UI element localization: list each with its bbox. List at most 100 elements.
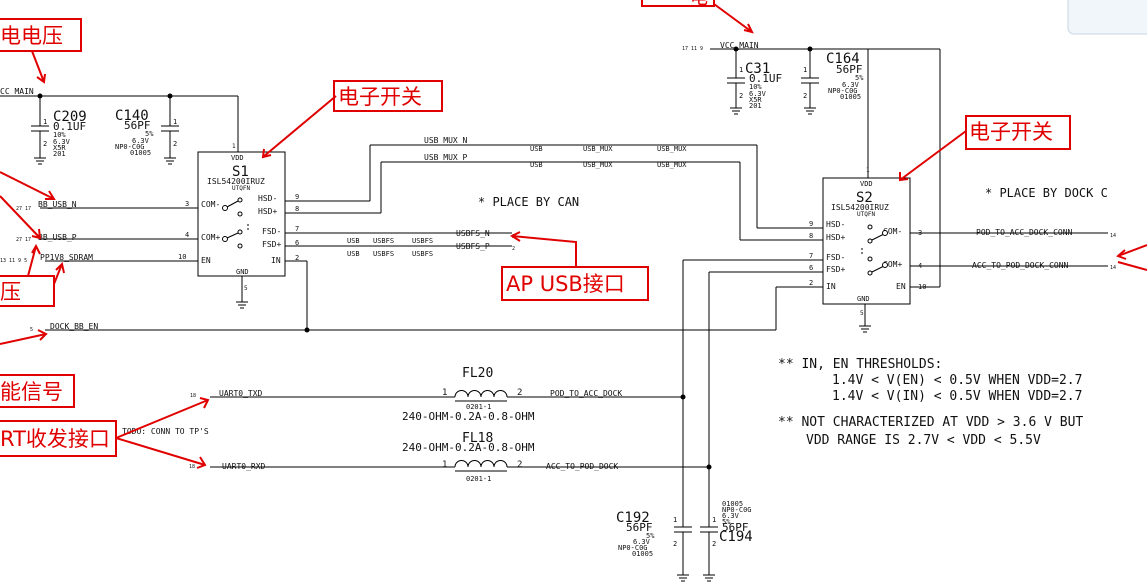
fl20-ref: FL20 xyxy=(462,366,493,381)
c209-ref: C209 xyxy=(53,109,87,125)
net-uart0-txd: UART0_TXD xyxy=(219,389,263,398)
note-place-by-dock: * PLACE BY DOCK C xyxy=(985,186,1108,200)
svg-text:1: 1 xyxy=(442,460,447,470)
note-threshold-en: 1.4V < V(EN) < 0.5V WHEN VDD=2.7 xyxy=(832,373,1082,388)
net-usb-mux-n: USB_MUX_N xyxy=(424,136,468,145)
svg-text:5%: 5% xyxy=(145,130,154,138)
svg-text:56PF: 56PF xyxy=(124,119,151,132)
svg-text:56PF: 56PF xyxy=(722,521,749,534)
svg-text:3: 3 xyxy=(185,200,189,208)
svg-text:6.3V: 6.3V xyxy=(53,138,71,146)
svg-text:电电压: 电电压 xyxy=(0,24,63,48)
net-uart0-rxd: UART0_RXD xyxy=(222,462,266,471)
svg-text:USB_MUX: USB_MUX xyxy=(583,161,613,169)
svg-text:USB_MUX: USB_MUX xyxy=(657,161,687,169)
net-acc-to-pod-dock: ACC_TO_POD_DOCK xyxy=(546,462,618,471)
svg-text:RT收发接口: RT收发接口 xyxy=(0,427,110,451)
svg-text:FSD-: FSD- xyxy=(826,253,845,262)
svg-text:USB_MUX: USB_MUX xyxy=(657,145,687,153)
svg-text:2: 2 xyxy=(43,140,47,148)
svg-text:01005: 01005 xyxy=(722,500,743,508)
note-threshold-in: 1.4V < V(IN) < 0.5V WHEN VDD=2.7 xyxy=(832,389,1082,404)
svg-text:1: 1 xyxy=(712,516,716,524)
svg-text:X5R: X5R xyxy=(749,96,762,104)
svg-text:NP0-C0G: NP0-C0G xyxy=(115,143,145,151)
svg-text:USB: USB xyxy=(347,250,360,258)
svg-text:USB: USB xyxy=(530,145,543,153)
s2-ref: S2 xyxy=(856,190,873,206)
svg-text:7: 7 xyxy=(295,225,299,233)
svg-text:USBFS: USBFS xyxy=(373,237,394,245)
svg-text:1: 1 xyxy=(803,66,807,74)
svg-text:1: 1 xyxy=(739,66,743,74)
svg-text:27 17: 27 17 xyxy=(16,237,31,243)
svg-text:ISL54200IRUZ: ISL54200IRUZ xyxy=(207,177,265,186)
net-usbfs-n: USBFS_N xyxy=(456,229,490,238)
svg-text:10%: 10% xyxy=(53,131,66,139)
callout-left-top-arrows xyxy=(0,171,56,240)
callout-left-voltage: 压 xyxy=(0,243,65,307)
svg-text:0201-1: 0201-1 xyxy=(466,475,491,483)
svg-text:UTQFN: UTQFN xyxy=(857,211,875,218)
svg-text:GND: GND xyxy=(857,295,870,303)
svg-text:1: 1 xyxy=(173,118,177,126)
svg-text:VDD: VDD xyxy=(231,154,244,162)
callout-switch-s1: 电子开关 xyxy=(261,80,443,159)
svg-text:27 17: 27 17 xyxy=(16,206,31,212)
fl18-ref: FL18 xyxy=(462,431,493,446)
svg-text:COM-: COM- xyxy=(201,200,220,209)
svg-text:USB: USB xyxy=(530,161,543,169)
callout-right-arrow xyxy=(1116,244,1147,271)
svg-text:2: 2 xyxy=(712,540,716,548)
svg-text:COM-: COM- xyxy=(883,227,902,236)
net-acc-main-label: CC_MAIN xyxy=(0,87,34,96)
s1-ref: S1 xyxy=(232,164,249,180)
svg-text:240-OHM-0.2A-0.8-OHM: 240-OHM-0.2A-0.8-OHM xyxy=(402,441,535,454)
svg-text:5%: 5% xyxy=(722,518,731,526)
svg-text:COM+: COM+ xyxy=(201,233,220,242)
svg-text:5: 5 xyxy=(860,310,864,317)
svg-text:USB: USB xyxy=(347,237,360,245)
capacitor-c140: 1 2 C140 56PF 5% 6.3V NP0-C0G 01005 xyxy=(115,96,179,165)
svg-text:EN: EN xyxy=(896,282,906,291)
svg-text:2: 2 xyxy=(512,246,515,252)
svg-text:10%: 10% xyxy=(749,83,762,91)
svg-text:GND: GND xyxy=(236,268,249,276)
svg-text:X5R: X5R xyxy=(53,144,66,152)
svg-text:VDD: VDD xyxy=(860,180,873,188)
callout-top-cut: 电 xyxy=(641,0,754,34)
svg-text:ISL54200IRUZ: ISL54200IRUZ xyxy=(831,203,889,212)
net-bb-usb-p: BB_USB_P xyxy=(38,233,77,242)
svg-text:5: 5 xyxy=(30,327,33,333)
svg-text:USB_MUX: USB_MUX xyxy=(583,145,613,153)
svg-text:USBFS: USBFS xyxy=(373,250,394,258)
capacitor-c192: 1 2 C192 56PF 5% 6.3V NP0-C0G 01005 xyxy=(616,397,692,582)
svg-text:2: 2 xyxy=(517,388,522,398)
svg-text:9: 9 xyxy=(295,193,299,201)
capacitor-c31: 1 2 C31 0.1UF 10% 6.3V X5R 201 xyxy=(727,49,782,115)
svg-text:14: 14 xyxy=(1110,233,1116,239)
svg-text:18: 18 xyxy=(190,393,196,399)
capacitor-c164: 1 2 C164 56PF 5% 6.3V NP0-C0G 01005 xyxy=(801,49,864,115)
svg-text:电: 电 xyxy=(690,0,708,9)
inductor-fl18: FL18 240-OHM-0.2A-0.8-OHM 1 2 0201-1 xyxy=(402,431,535,483)
svg-text:1: 1 xyxy=(866,167,870,174)
svg-text:7: 7 xyxy=(809,252,813,260)
net-pod-to-acc-dock-conn: POD_TO_ACC_DOCK_CONN xyxy=(976,228,1073,237)
svg-text:6: 6 xyxy=(809,264,813,272)
switch-s2: VDD S2 ISL54200IRUZ UTQFN HSD- HSD+ FSD-… xyxy=(822,167,911,305)
svg-text:17 11 9: 17 11 9 xyxy=(682,46,703,52)
svg-text:2: 2 xyxy=(673,540,677,548)
net-bb-usb-n: BB_USB_N xyxy=(38,200,77,209)
c194-ref: C194 xyxy=(719,529,753,545)
c140-ref: C140 xyxy=(115,108,149,124)
svg-text:能信号: 能信号 xyxy=(0,380,63,404)
svg-text:9: 9 xyxy=(809,220,813,228)
svg-text:5%: 5% xyxy=(646,532,655,540)
svg-text:56PF: 56PF xyxy=(836,63,863,76)
svg-text:8: 8 xyxy=(809,232,813,240)
svg-text:COM+: COM+ xyxy=(883,260,902,269)
note-place-by-can: * PLACE BY CAN xyxy=(478,195,579,209)
svg-text:压: 压 xyxy=(0,280,21,304)
svg-text:2: 2 xyxy=(809,279,813,287)
